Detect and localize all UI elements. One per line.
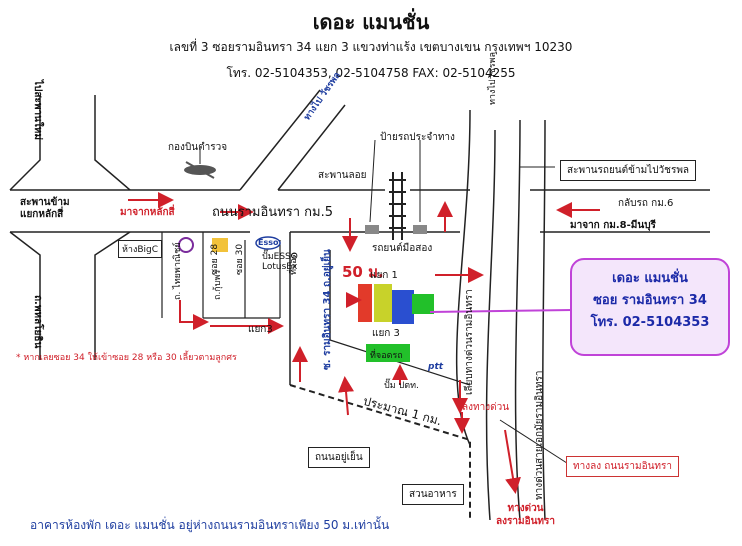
bus-stop-right	[413, 225, 427, 234]
map-title: เดอะ แมนชั่น	[312, 10, 430, 34]
ptt-logo-text: ptt	[428, 362, 444, 372]
junction3-left-label: แยก3	[248, 324, 273, 335]
esso-pump-label: ปั๊มESSO	[262, 252, 298, 262]
soi-34-road	[289, 232, 331, 385]
bus-stop-pointer	[369, 139, 376, 223]
food-garden-label: สวนอาหาร	[402, 484, 464, 505]
tesco-lot-label: ที่จอด	[289, 252, 299, 275]
callout-pointer	[429, 309, 573, 313]
mansion-callout: เดอะ แมนชั่น ซอย รามอินทรา 34 โทร. 02-51…	[570, 258, 730, 356]
u-turn-label: กลับรถ กม.6	[618, 198, 674, 209]
shell-like-logo-icon	[212, 238, 228, 252]
junction3-label: แยก 3	[372, 328, 400, 339]
kubhon-label: ถ.กุ้บพร	[213, 269, 223, 300]
parking-lot	[366, 344, 410, 362]
mansion-building-icon	[358, 284, 434, 324]
laksi-bridge-label: สะพานข้าม แยกหลักสี่	[20, 197, 70, 220]
floating-bridge	[389, 172, 406, 240]
yuyen-dashed-road	[289, 384, 471, 520]
parking-label: ที่จอดรถ	[370, 351, 403, 361]
ramintra-road-label: ถนนรามอินทรา กม.5	[212, 205, 334, 220]
lower-road	[329, 339, 471, 386]
callout-soi: ซอย รามอินทรา 34	[593, 293, 707, 308]
ptt-gas-label: ปั๊ม ปตท.	[384, 381, 419, 391]
used-car-label: รถยนต์มือสอง	[372, 243, 433, 254]
bigc-logo-icon	[178, 237, 194, 253]
phaholyothin-label: ถ.พหลโยธิน	[32, 295, 43, 349]
floating-bridge-label: สะพานลอย	[318, 170, 367, 181]
bigc-label: ห้างBigC	[118, 240, 163, 258]
parallel-road-label: เลียบทางด่วนรามอินทรา	[464, 289, 475, 395]
police-aircraft-icon	[184, 161, 216, 179]
callout-phone: โทร. 02-5104353	[590, 315, 710, 330]
to-saphanmai-label: ไปสะพานใหม่	[32, 80, 43, 140]
expressway-label: ทางด่วนสายเอกมัยรามอินทรา	[534, 370, 545, 500]
watcharaphon-road	[239, 89, 346, 191]
bus-stop-left	[365, 225, 379, 234]
bus-stop-label: ป้ายรถประจำทาง	[380, 132, 455, 143]
esso-logo-icon	[255, 236, 281, 250]
soi-34-label: ซ. รามอินทรา 34 ถ.อยู่เย็น	[322, 249, 333, 370]
distance-50m-label: 50 ม.	[342, 263, 384, 281]
thaiphanit-label: ถ. ไทยพาณิชย์	[173, 242, 183, 300]
address-line: เลขที่ 3 ซอยรามอินทรา 34 แยก 3 แขวงท่าแร…	[169, 40, 573, 54]
down-expressway-label: ลงทางด่วน	[462, 402, 510, 413]
route-arrows	[128, 192, 600, 494]
footer-note: อาคารห้องพัก เดอะ แมนชั่น อยู่ห่างถนนราม…	[30, 518, 390, 532]
junction1-label: แยก 1	[370, 270, 398, 281]
esso-logo-text: Esso	[258, 238, 279, 247]
police-label: กองบินตำรวจ	[168, 142, 228, 153]
phaholyothin-road	[9, 95, 131, 360]
exit-pointer	[499, 419, 571, 466]
exit-ramintra-label: ทางลง ถนนรามอินทรา	[566, 456, 680, 477]
yuyen-road-label: ถนนอยู่เย็น	[308, 447, 370, 468]
to-watcharaphon-right-label: ทางไปวัชรพล	[488, 51, 498, 105]
express-exit-label: ทางด่วน ลงรามอินทรา	[496, 503, 556, 527]
phone-line: โทร. 02-5104353, 02-5104758 FAX: 02-5104…	[226, 66, 516, 80]
car-bridge-label: สะพานรถยนต์ข้ามไปวัชรพล	[560, 160, 697, 181]
lotus-label: LotusEx	[262, 262, 298, 272]
note-text: * หากเลยซอย 34 ให้เข้าซอย 28 หรือ 30 เลี…	[16, 353, 237, 363]
soi30-label: ซอย 30	[235, 243, 245, 275]
from-laksi-label: มาจากหลักสี่	[120, 207, 175, 218]
callout-name: เดอะ แมนชั่น	[612, 271, 688, 286]
from-minburi-label: มาจาก กม.8-มีนบุรี	[570, 220, 656, 231]
